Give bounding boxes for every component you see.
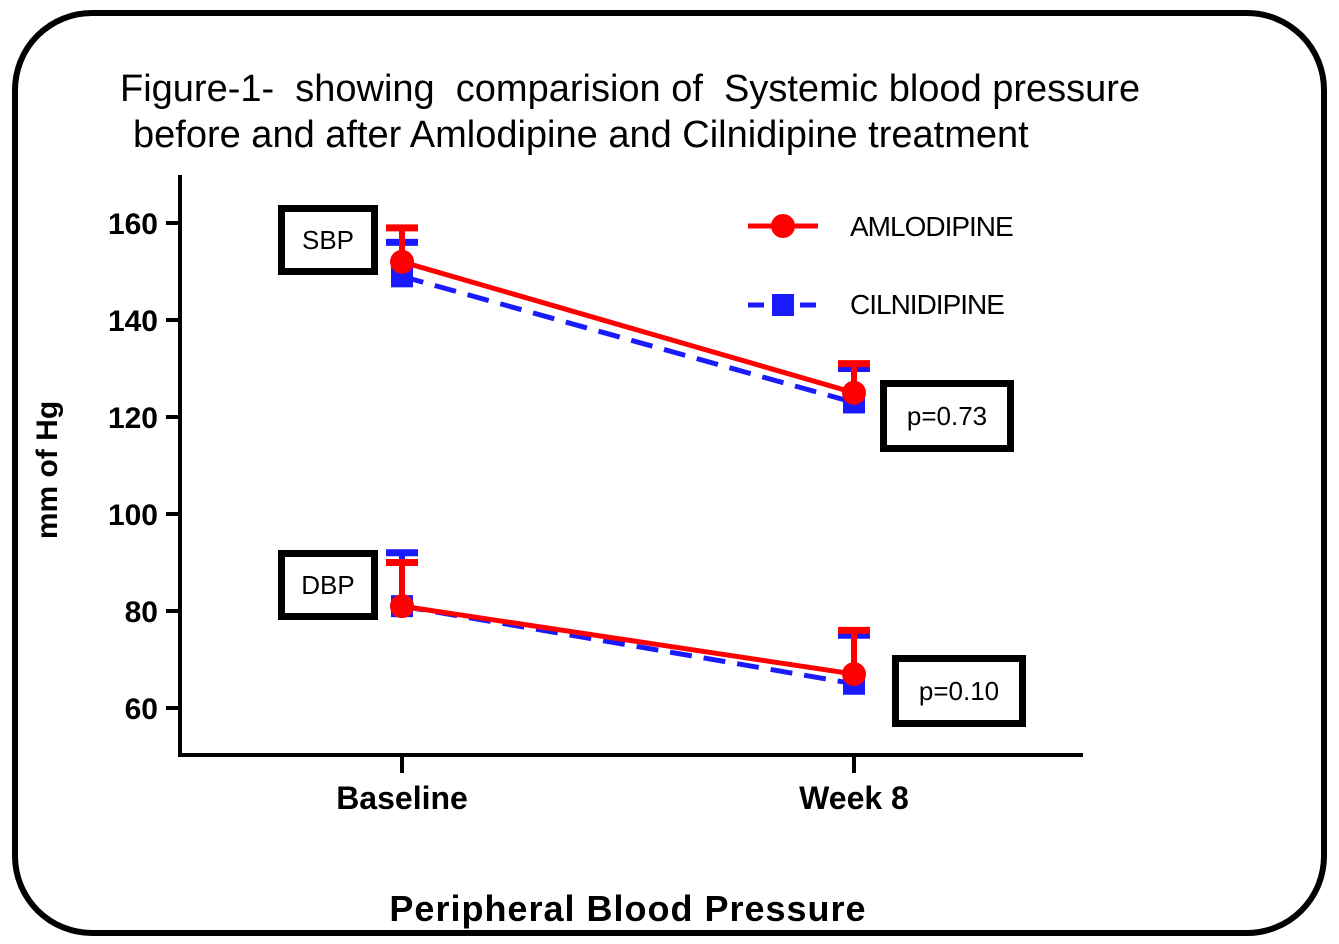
cilnidipine-sbp-line <box>401 273 855 405</box>
sbp-annotation: SBP <box>278 205 378 275</box>
dbp-p-value-annotation: p=0.10 <box>892 655 1026 727</box>
legend-label-cilnidipine: CILNIDIPINE <box>850 289 1005 320</box>
y-tick-label-160: 160 <box>108 208 158 241</box>
y-axis-label: mm of Hg <box>31 400 64 540</box>
figure-frame <box>12 10 1327 936</box>
legend-cilnidipine-marker <box>772 294 794 316</box>
amlodipine-dbp-line <box>401 603 855 677</box>
x-axis-label: Peripheral Blood Pressure <box>389 888 867 929</box>
legend-amlodipine-marker <box>771 214 795 238</box>
legend-label-amlodipine: AMLODIPINE <box>850 211 1014 242</box>
chart-title-line-2: before and after Amlodipine and Cilnidip… <box>133 114 1029 156</box>
chart-title-line-1: Figure-1- showing comparision of Systemi… <box>120 68 1141 110</box>
x-tick-label-baseline: Baseline <box>336 780 468 816</box>
amlodipine-sbp-point-1 <box>842 380 866 405</box>
amlodipine-sbp-point-0 <box>390 249 414 274</box>
x-tick-label-week-8: Week 8 <box>799 780 909 816</box>
y-tick-label-140: 140 <box>108 305 158 338</box>
sbp-p-value-annotation: p=0.73 <box>880 380 1014 452</box>
y-tick-label-80: 80 <box>125 596 158 629</box>
y-tick-label-100: 100 <box>108 499 158 532</box>
amlodipine-sbp-line <box>401 259 855 396</box>
y-tick-label-60: 60 <box>125 693 158 726</box>
dbp-annotation: DBP <box>278 550 378 620</box>
amlodipine-dbp-point-0 <box>390 594 414 619</box>
amlodipine-dbp-point-1 <box>842 662 866 687</box>
y-tick-label-120: 120 <box>108 402 158 435</box>
